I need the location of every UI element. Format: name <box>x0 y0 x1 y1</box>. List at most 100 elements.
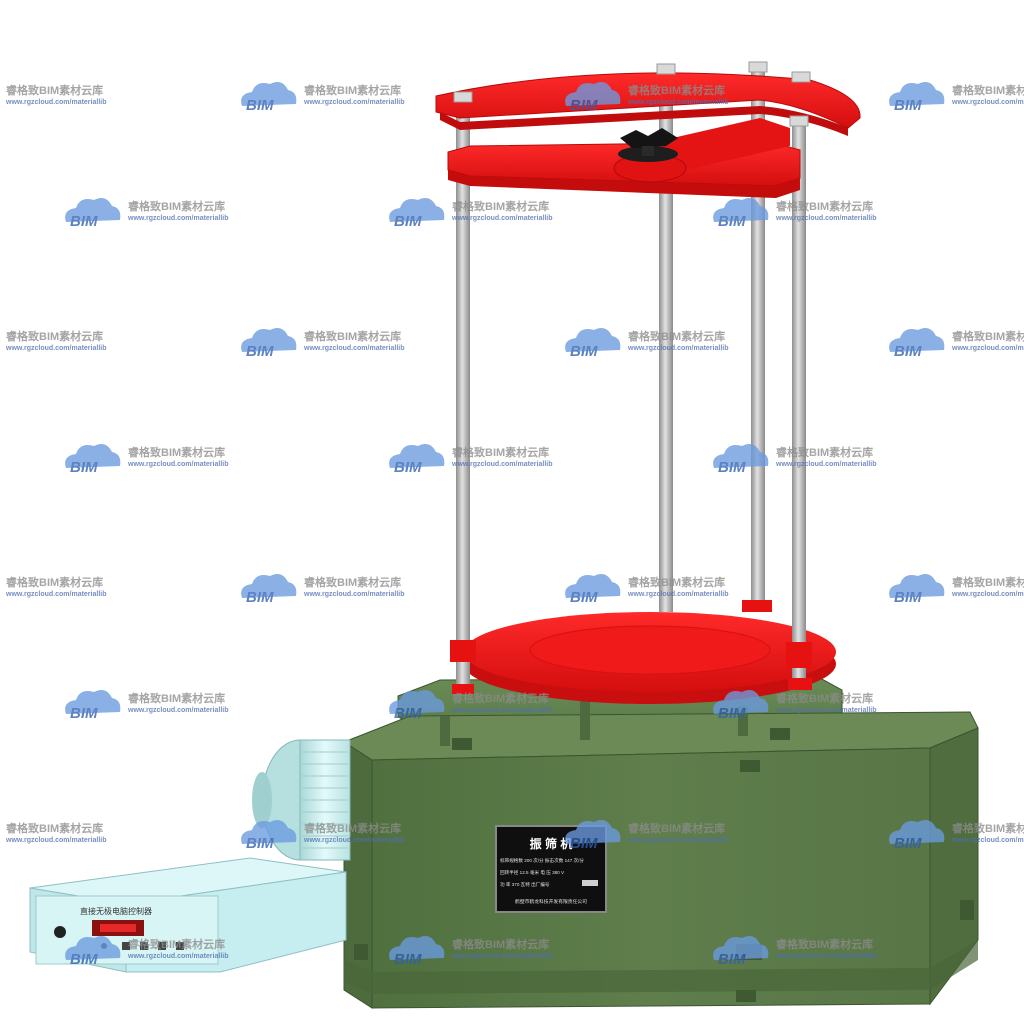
button-3 <box>158 942 166 950</box>
watermark-brand: 睿格致BIM素材云库 <box>304 83 401 97</box>
cloud-icon <box>65 198 121 222</box>
watermark-logo: BIM睿格致BIM素材云库www.rgzcloud.com/materialli… <box>389 198 552 230</box>
watermark-brand: 睿格致BIM素材云库 <box>304 575 401 589</box>
watermark-logo: BIM睿格致BIM素材云库www.rgzcloud.com/materialli… <box>65 444 228 476</box>
watermark-url: www.rgzcloud.com/materiallib <box>303 591 404 598</box>
watermark-brand: 睿格致BIM素材云库 <box>452 199 549 213</box>
cloud-icon <box>241 820 297 844</box>
watermark-bim: BIM <box>70 459 98 476</box>
cloud-icon <box>565 820 621 844</box>
watermark-bim: BIM <box>246 835 274 852</box>
watermark-url: www.rgzcloud.com/materiallib <box>5 99 106 106</box>
watermark-logo: BIM睿格致BIM素材云库www.rgzcloud.com/materialli… <box>5 821 106 844</box>
cloud-icon <box>713 936 769 960</box>
watermark-url: www.rgzcloud.com/materiallib <box>127 707 228 714</box>
cloud-icon <box>565 574 621 598</box>
watermark-url: www.rgzcloud.com/materiallib <box>951 837 1024 844</box>
watermark-url: www.rgzcloud.com/materiallib <box>951 99 1024 106</box>
watermark-brand: 睿格致BIM素材云库 <box>452 691 549 705</box>
watermark-bim: BIM <box>394 951 422 968</box>
watermarks: BIM 睿格致BIM素材云库 www.rgzcloud.com/materialli… <box>5 82 1024 968</box>
button-4 <box>176 942 184 950</box>
watermark-brand: 睿格致BIM素材云库 <box>304 821 401 835</box>
watermark-url: www.rgzcloud.com/materiallib <box>775 215 876 222</box>
controller-title: 直接无极电脑控制器 <box>80 906 152 916</box>
cloud-icon <box>713 198 769 222</box>
watermark-logo: BIM 睿格致BIM素材云库 www.rgzcloud.com/materialli… <box>241 574 404 606</box>
nameplate-line-2: 回转半径 12.5 毫米 电 压 380 V <box>500 869 565 876</box>
watermark-brand: 睿格致BIM素材云库 <box>6 83 103 97</box>
watermark-brand: 睿格致BIM素材云库 <box>6 329 103 343</box>
watermark-logo: BIM 睿格致BIM素材云库 www.rgzcloud.com/materialli… <box>65 198 228 230</box>
watermark-brand: 睿格致BIM素材云库 <box>304 329 401 343</box>
watermark-brand: 睿格致BIM素材云库 <box>128 937 225 951</box>
cloud-icon <box>565 328 621 352</box>
watermark-logo: BIM睿格致BIM素材云库www.rgzcloud.com/materialli… <box>713 690 876 722</box>
cloud-icon <box>713 690 769 714</box>
watermark-brand: 睿格致BIM素材云库 <box>128 199 225 213</box>
cloud-icon <box>65 444 121 468</box>
top-frame <box>435 72 861 198</box>
cloud-icon <box>389 198 445 222</box>
watermark-bim: BIM <box>894 835 922 852</box>
watermark-bim: BIM <box>570 589 598 606</box>
watermark-logo: BIM睿格致BIM素材云库www.rgzcloud.com/materialli… <box>565 820 728 852</box>
watermark-url: www.rgzcloud.com/materiallib <box>127 215 228 222</box>
watermark-logo: BIM睿格致BIM素材云库www.rgzcloud.com/materialli… <box>713 936 876 968</box>
nameplate-line-1: 标筛规格数 200 次/分 振击次数 147 次/分 <box>500 857 584 864</box>
clamp-knob <box>618 128 678 162</box>
nameplate-line-4: 鹤壁市鹤龙科技开发有限责任公司 <box>515 898 587 905</box>
watermark-logo: BIM睿格致BIM素材云库www.rgzcloud.com/materialli… <box>5 575 106 598</box>
cloud-icon <box>389 936 445 960</box>
watermark-url: www.rgzcloud.com/materiallib <box>303 345 404 352</box>
watermark-brand: 睿格致BIM素材云库 <box>776 199 873 213</box>
watermark-logo: BIM睿格致BIM素材云库www.rgzcloud.com/materialli… <box>65 690 228 722</box>
watermark-bim: BIM <box>718 213 746 230</box>
watermark-url: www.rgzcloud.com/materiallib <box>5 591 106 598</box>
watermark-logo: BIM睿格致BIM素材云库www.rgzcloud.com/materialli… <box>389 444 552 476</box>
watermark-logo: BIM 睿格致BIM素材云库 www.rgzcloud.com/materialli… <box>565 574 728 606</box>
watermark-brand: 睿格致BIM素材云库 <box>452 445 549 459</box>
watermark-logo: BIM睿格致BIM素材云库www.rgzcloud.com/materialli… <box>389 690 552 722</box>
watermark-bim: BIM <box>394 705 422 722</box>
watermark-url: www.rgzcloud.com/materiallib <box>775 953 876 960</box>
watermark-brand: 睿格致BIM素材云库 <box>776 937 873 951</box>
cloud-icon <box>889 574 945 598</box>
watermark-bim: BIM <box>570 97 598 114</box>
controller-box: 直接无极电脑控制器 <box>29 857 347 973</box>
watermark-bim: BIM <box>570 343 598 360</box>
watermark-url: www.rgzcloud.com/materiallib <box>627 99 728 106</box>
watermark-brand: 睿格致BIM素材云库 <box>6 575 103 589</box>
watermark-logo: BIM睿格致BIM素材云库www.rgzcloud.com/materialli… <box>889 82 1024 114</box>
watermark-logo: BIM睿格致BIM素材云库www.rgzcloud.com/materialli… <box>565 328 728 360</box>
rod-nuts <box>453 61 811 127</box>
watermark-bim: BIM <box>718 459 746 476</box>
watermark-url: www.rgzcloud.com/materiallib <box>127 461 228 468</box>
watermark-brand: 睿格致BIM素材云库 <box>628 83 725 97</box>
cloud-icon <box>565 82 621 106</box>
watermark-logo: BIM睿格致BIM素材云库www.rgzcloud.com/materialli… <box>241 820 404 852</box>
watermark-logo: BIM睿格致BIM素材云库www.rgzcloud.com/materialli… <box>5 329 106 352</box>
watermark-url: www.rgzcloud.com/materiallib <box>627 591 728 598</box>
watermark-brand: 睿格致BIM素材云库 <box>952 83 1024 97</box>
watermark-bim: BIM <box>246 589 274 606</box>
cloud-icon <box>889 82 945 106</box>
cloud-icon <box>241 328 297 352</box>
watermark-bim: BIM <box>894 343 922 360</box>
watermark-brand: 睿格致BIM素材云库 <box>776 691 873 705</box>
watermark-brand: 睿格致BIM素材云库 <box>628 575 725 589</box>
watermark-bim: BIM <box>70 213 98 230</box>
watermark-bim: BIM <box>246 343 274 360</box>
rod-collars <box>450 600 812 694</box>
watermark-logo: BIM 睿格致BIM素材云库 www.rgzcloud.com/materialli… <box>565 82 728 114</box>
watermark-url: www.rgzcloud.com/materiallib <box>5 345 106 352</box>
watermark-logo: BIM睿格致BIM素材云库www.rgzcloud.com/materialli… <box>5 83 106 106</box>
watermark-brand: 睿格致BIM素材云库 <box>628 329 725 343</box>
watermark-bim: BIM <box>394 459 422 476</box>
watermark-url: www.rgzcloud.com/materiallib <box>451 215 552 222</box>
watermark-bim: BIM <box>70 951 98 968</box>
watermark-logo: BIM睿格致BIM素材云库www.rgzcloud.com/materialli… <box>241 82 404 114</box>
button-1 <box>122 942 130 950</box>
watermark-url: www.rgzcloud.com/materiallib <box>775 707 876 714</box>
